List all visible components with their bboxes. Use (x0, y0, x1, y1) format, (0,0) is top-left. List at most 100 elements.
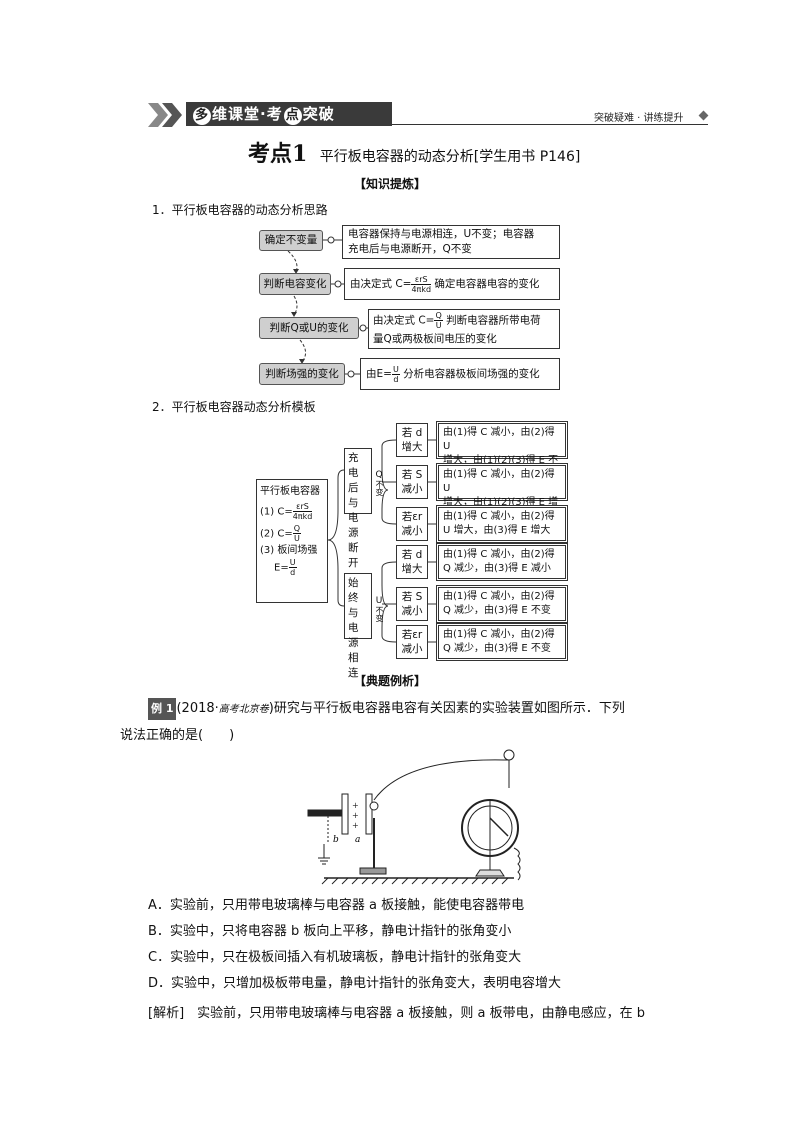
topic-subtitle: 平行板电容器的动态分析[学生用书 P146] (319, 149, 581, 165)
topic-number: 1 (292, 141, 308, 167)
frac-den: U (435, 321, 442, 330)
result-line: 由(1)得 C 减小，由(2)得 (443, 549, 555, 560)
step-fix-invariant-desc: 电容器保持与电源相连，U不变；电容器 充电后与电源断开，Q不变 (342, 225, 560, 259)
group-disconnected: 充电后与电源断开 (344, 448, 372, 569)
section1-title: 1．平行板电容器的动态分析思路 (152, 203, 328, 217)
banner-text-ketang: 课堂 (228, 105, 261, 123)
svg-text:+: + (352, 801, 359, 810)
tag-bottom: 不变 (375, 606, 384, 622)
chevron-arrows-icon (148, 103, 182, 127)
desc-line: 充电后与电源断开，Q不变 (348, 243, 472, 255)
label-b: b (333, 835, 339, 845)
frac-num: εrS (292, 502, 313, 512)
tree-connectors (327, 439, 436, 643)
banner-dot: · (260, 105, 267, 123)
result-line: Q 减少，由(3)得 E 不变 (443, 643, 551, 654)
stem-line2: 说法正确的是( ) (120, 728, 235, 743)
knowledge-heading: 【知识提炼】 (354, 177, 427, 191)
header-rule (392, 124, 708, 125)
banner-char-duo: 多 (193, 107, 211, 125)
result-line: 由(1)得 C 减小，由(2)得 (443, 511, 555, 522)
frac-den: U (293, 534, 300, 543)
experiment-apparatus-figure: + + + b a (307, 749, 521, 885)
result-box: 由(1)得 C 减小，由(2)得 Q 减少，由(3)得 E 不变 (436, 585, 568, 623)
desc-pre: 由E= (366, 368, 392, 380)
step-capacitance: 判断电容变化 (259, 273, 331, 295)
frac-den: d (290, 568, 296, 577)
cond-line: 减小 (401, 605, 423, 617)
result-box: 由(1)得 C 减小，由(2)得 Q 减少，由(3)得 E 不变 (436, 623, 568, 661)
analysis-text: [解析] 实验前，只用带电玻璃棒与电容器 a 板接触，则 a 板带电，由静电感应… (148, 1006, 645, 1021)
frac-den: d (393, 374, 399, 384)
label-a: a (355, 835, 360, 845)
frac-num: U (391, 364, 400, 375)
result-line: Q 减少，由(3)得 E 不变 (443, 605, 551, 616)
cond-line: 增大 (401, 563, 423, 575)
cond-line: 减小 (401, 483, 423, 495)
root-f3-line1: (3) 板间场强 (260, 545, 318, 556)
example-stem: 例 1(2018·高考北京卷)研究与平行板电容器电容有关因素的实验装置如图所示．… (148, 698, 678, 721)
option-d[interactable]: D．实验中，只增加极板带电量，静电计指针的张角变大，表明电容增大 (148, 976, 562, 991)
cond-line: 若 d (401, 427, 423, 439)
frac-num: Q (434, 311, 443, 321)
option-c[interactable]: C．实验中，只在极板间插入有机玻璃板，静电计指针的张角变大 (148, 950, 522, 965)
cond-line: 减小 (401, 525, 423, 537)
cond-line: 若εr (401, 629, 423, 641)
cond-line: 增大 (401, 441, 423, 453)
step-q-or-u: 判断Q或U的变化 (259, 317, 359, 339)
frac-num: U (288, 558, 297, 568)
result-box: 由(1)得 C 减小，由(2)得 Q 减少，由(3)得 E 减小 (436, 543, 568, 581)
tag-top: Q (375, 470, 383, 480)
cond-line: 若 S (401, 591, 423, 603)
desc-line: 电容器保持与电源相连，U不变；电容器 (348, 228, 535, 240)
topic-label: 考点 (248, 141, 293, 167)
header-right-text: 突破疑难 · 讲练提升 (594, 113, 684, 124)
result-line: 由(1)得 C 减小，由(2)得 (443, 591, 555, 602)
group-connected-tag: U 不变 (374, 596, 384, 622)
cond-box: 若 d 增大 (396, 423, 428, 457)
step-fix-invariant: 确定不变量 (259, 230, 323, 251)
root-title: 平行板电容器 (260, 486, 320, 497)
option-b[interactable]: B．实验中，只将电容器 b 板向上平移，静电计指针的张角变小 (148, 924, 512, 939)
svg-text:+: + (352, 811, 359, 820)
frac-num: Q (292, 524, 302, 534)
result-line: U 增大，由(3)得 E 增大 (443, 525, 551, 536)
result-line: Q 减少，由(3)得 E 减小 (443, 563, 551, 574)
stem-line1: 研究与平行板电容器电容有关因素的实验装置如图所示．下列 (273, 701, 625, 716)
result-box: 由(1)得 C 减小，由(2)得 U增大，由(1)(2)(3)得 E 不变 (436, 421, 568, 480)
desc-post: 分析电容器极板间场强的变化 (399, 368, 540, 380)
flow-connectors (287, 236, 368, 378)
section2-title: 2．平行板电容器动态分析模板 (152, 400, 316, 414)
cond-box: 若 S 减小 (396, 587, 428, 621)
root-f3-pre: E= (274, 562, 289, 574)
result-line: 由(1)得 C 减小，由(2)得 (443, 629, 555, 640)
root-f2-pre: (2) C= (260, 528, 293, 540)
banner-text-tupo: 突破 (302, 105, 335, 123)
banner-char-wei: 维 (212, 105, 229, 123)
desc-post: 判断电容器所带电荷 (442, 314, 541, 327)
banner-char-kao: 考 (266, 105, 283, 123)
section-banner: 多维课堂·考点突破 (186, 102, 392, 126)
cond-box: 若 d 增大 (396, 545, 428, 579)
banner-char-dian: 点 (283, 107, 302, 125)
topic-title: 考点1 平行板电容器的动态分析[学生用书 P146] (248, 136, 580, 168)
result-box: 由(1)得 C 减小，由(2)得 U增大，由(1)(2)(3)得 E 增大 (436, 463, 568, 522)
result-box: 由(1)得 C 减小，由(2)得 U 增大，由(3)得 E 增大 (436, 505, 568, 543)
option-a[interactable]: A．实验前，只用带电玻璃棒与电容器 a 板接触，能使电容器带电 (148, 898, 525, 913)
source-post: ) (268, 701, 274, 716)
frac-den: 4πkd (411, 284, 432, 294)
cond-line: 若 d (401, 549, 423, 561)
step-field: 判断场强的变化 (259, 363, 345, 385)
